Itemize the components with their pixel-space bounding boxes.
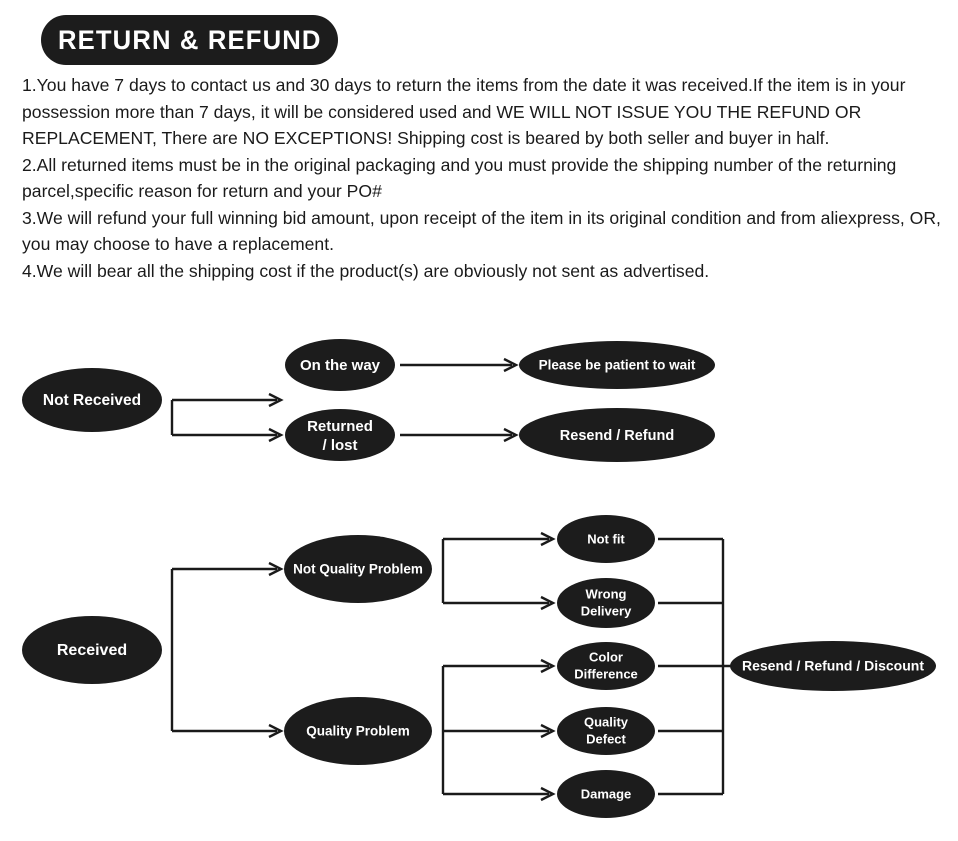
arrowhead-on-the-way	[268, 392, 284, 408]
node-please-be-patient-label: Please be patient to wait	[539, 358, 696, 373]
arrowhead-damage	[540, 786, 556, 802]
arrowhead-quality-defect	[540, 723, 556, 739]
node-damage-label: Damage	[581, 786, 632, 801]
node-quality-problem-shape	[284, 697, 432, 765]
node-resend-refund-label: Resend / Refund	[560, 428, 674, 444]
policy-item-2: 2.All returned items must be in the orig…	[22, 154, 897, 202]
node-quality-defect[interactable]: Quality Defect	[557, 707, 655, 755]
node-not-fit[interactable]: Not fit	[557, 515, 655, 563]
node-please-be-patient[interactable]: Please be patient to wait	[519, 341, 715, 389]
policy-item-4: 4.We will bear all the shipping cost if …	[22, 260, 710, 281]
node-wrong-delivery-shape	[557, 578, 655, 628]
node-wrong-delivery-label-line1: Wrong	[586, 586, 627, 601]
node-resend-refund-discount-shape	[730, 641, 936, 691]
node-not-fit-shape	[557, 515, 655, 563]
node-not-quality-problem-shape	[284, 535, 432, 603]
node-not-fit-label: Not fit	[587, 531, 625, 546]
node-color-difference-shape	[557, 642, 655, 690]
node-not-received[interactable]: Not Received	[22, 368, 162, 432]
policy-item-1: 1.You have 7 days to contact us and 30 d…	[22, 75, 906, 148]
arrowhead-not-fit	[540, 531, 556, 547]
policy-item-3: 3.We will refund your full winning bid a…	[22, 207, 941, 255]
arrowhead-color-difference	[540, 658, 556, 674]
arrowhead-please-wait	[503, 357, 519, 373]
node-damage[interactable]: Damage	[557, 770, 655, 818]
node-color-difference-label-line2: Difference	[574, 666, 638, 681]
page-title: RETURN & REFUND	[57, 24, 322, 55]
node-returned-lost[interactable]: Returned / lost	[285, 409, 395, 461]
arrowhead-returned-lost	[268, 427, 284, 443]
node-quality-problem-label: Quality Problem	[306, 724, 410, 739]
flowchart-area: Not Received On the way Returned / lost …	[0, 318, 958, 841]
node-quality-defect-label-line1: Quality	[584, 714, 629, 729]
return-policy-list: 1.You have 7 days to contact us and 30 d…	[22, 72, 952, 284]
node-received[interactable]: Received	[22, 616, 162, 684]
node-quality-problem[interactable]: Quality Problem	[284, 697, 432, 765]
connector-received-bus	[170, 567, 277, 733]
page-title-badge: RETURN & REFUND	[41, 15, 338, 65]
arrowhead-not-quality-problem	[268, 561, 284, 577]
node-quality-defect-label-line2: Defect	[586, 731, 626, 746]
node-returned-lost-label-line2: / lost	[322, 437, 357, 454]
node-on-the-way[interactable]: On the way	[285, 339, 395, 391]
connector-quality-bus	[441, 664, 549, 796]
node-received-shape	[22, 616, 162, 684]
node-color-difference-label-line1: Color	[589, 649, 623, 664]
node-color-difference[interactable]: Color Difference	[557, 642, 655, 690]
flowchart-not-received: Not Received On the way Returned / lost …	[22, 339, 715, 462]
connector-reasons-collector-bus	[658, 537, 733, 796]
node-not-quality-problem[interactable]: Not Quality Problem	[284, 535, 432, 603]
arrowhead-quality-problem	[268, 723, 284, 739]
arrowhead-wrong-delivery	[540, 595, 556, 611]
node-not-received-label: Not Received	[43, 392, 141, 409]
node-on-the-way-shape	[285, 339, 395, 391]
arrowhead-resend-refund	[503, 427, 519, 443]
flowchart-svg: Not Received On the way Returned / lost …	[22, 339, 936, 818]
node-on-the-way-label: On the way	[300, 357, 381, 374]
connector-not-received-bus	[170, 398, 277, 437]
node-quality-defect-shape	[557, 707, 655, 755]
node-resend-refund-discount-label: Resend / Refund / Discount	[742, 658, 924, 674]
node-wrong-delivery[interactable]: Wrong Delivery	[557, 578, 655, 628]
flowchart-received: Received Not Quality Problem Quality Pro…	[22, 515, 936, 818]
node-wrong-delivery-label-line2: Delivery	[581, 603, 632, 618]
connector-not-quality-bus	[441, 537, 549, 605]
node-not-received-shape	[22, 368, 162, 432]
node-not-quality-problem-label: Not Quality Problem	[293, 562, 423, 577]
node-damage-shape	[557, 770, 655, 818]
node-returned-lost-shape	[285, 409, 395, 461]
node-returned-lost-label-line1: Returned	[307, 418, 373, 435]
header: RETURN & REFUND	[0, 0, 958, 72]
node-resend-refund[interactable]: Resend / Refund	[519, 408, 715, 462]
node-resend-refund-discount[interactable]: Resend / Refund / Discount	[730, 641, 936, 691]
node-received-label: Received	[57, 642, 127, 659]
node-resend-refund-shape	[519, 408, 715, 462]
node-please-be-patient-shape	[519, 341, 715, 389]
